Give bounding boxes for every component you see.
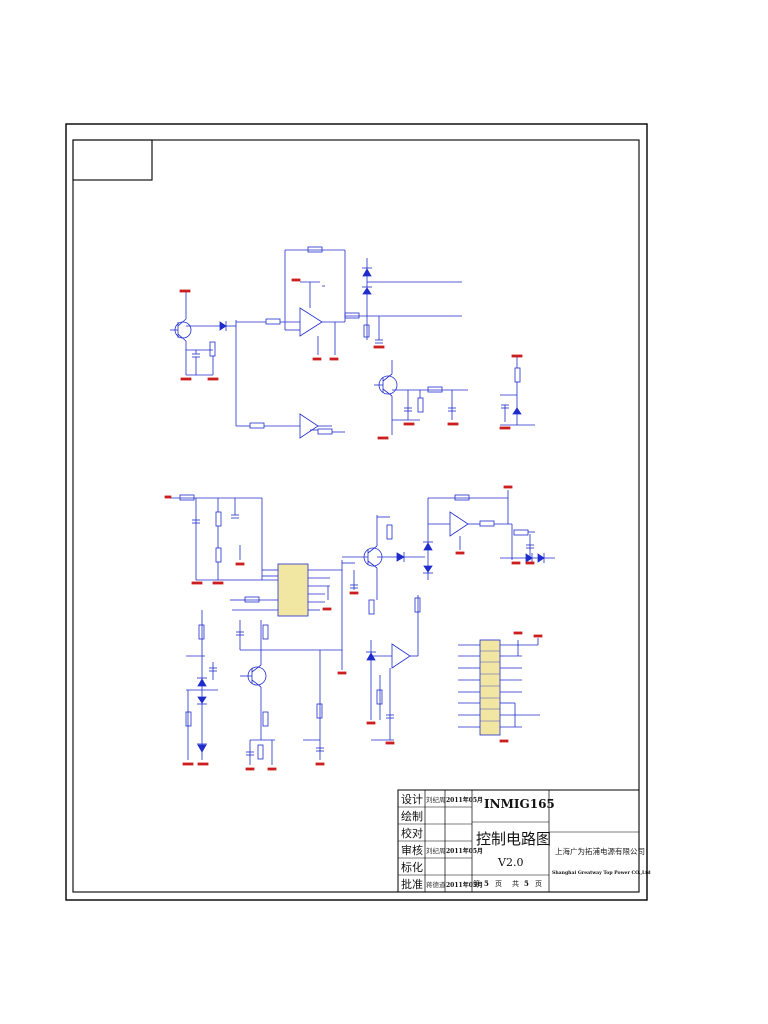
connector-header bbox=[479, 639, 501, 736]
tb-date-4: 2011年05月 bbox=[446, 847, 483, 855]
tb-role-2: 绘制 bbox=[401, 809, 423, 823]
tb-role-3: 校对 bbox=[401, 826, 423, 840]
tb-version: V2.0 bbox=[497, 856, 523, 869]
tb-date-6: 2011年05月 bbox=[446, 881, 483, 889]
top-circuit bbox=[170, 246, 535, 439]
tb-total-label-1: 共 bbox=[512, 879, 519, 888]
tb-name-1: 刘纪周 bbox=[426, 795, 446, 804]
tb-total-label-2: 页 bbox=[535, 880, 542, 888]
bottom-circuit bbox=[170, 490, 555, 765]
ground-markers bbox=[164, 278, 543, 771]
tb-role-6: 批准 bbox=[401, 877, 423, 891]
corner-box bbox=[72, 139, 153, 181]
tb-name-6: 蒋德道 bbox=[426, 880, 446, 889]
tb-role-5: 标化 bbox=[401, 860, 423, 874]
tb-drawing-title: 控制电路图 bbox=[476, 830, 551, 848]
tb-name-4: 刘纪周 bbox=[426, 846, 446, 855]
tb-model: INMIG165 bbox=[484, 797, 555, 811]
title-block: 设计 绘制 校对 审核 标化 批准 刘纪周 刘纪周 蒋德道 2011年05月 2… bbox=[397, 789, 651, 893]
inner-frame bbox=[72, 139, 640, 893]
connector-divider-lines bbox=[480, 650, 500, 722]
tb-total-no: 5 bbox=[524, 879, 529, 888]
tb-date-1: 2011年05月 bbox=[446, 796, 483, 804]
tb-sheet-no: 5 bbox=[484, 879, 489, 888]
tb-role-4: 审核 bbox=[401, 843, 423, 857]
tb-company-cn: 上海广为拓浦电源有限公司 bbox=[555, 846, 645, 856]
tb-sheet-label-1: 第 bbox=[473, 879, 480, 888]
tb-role-1: 设计 bbox=[401, 793, 423, 806]
tb-company-en: Shanghai Greatway Top Power CO.,Ltd bbox=[552, 870, 651, 876]
pwm-controller-ic bbox=[277, 563, 309, 617]
outer-frame bbox=[65, 123, 648, 901]
tb-sheet-label-2: 页 bbox=[495, 880, 502, 888]
